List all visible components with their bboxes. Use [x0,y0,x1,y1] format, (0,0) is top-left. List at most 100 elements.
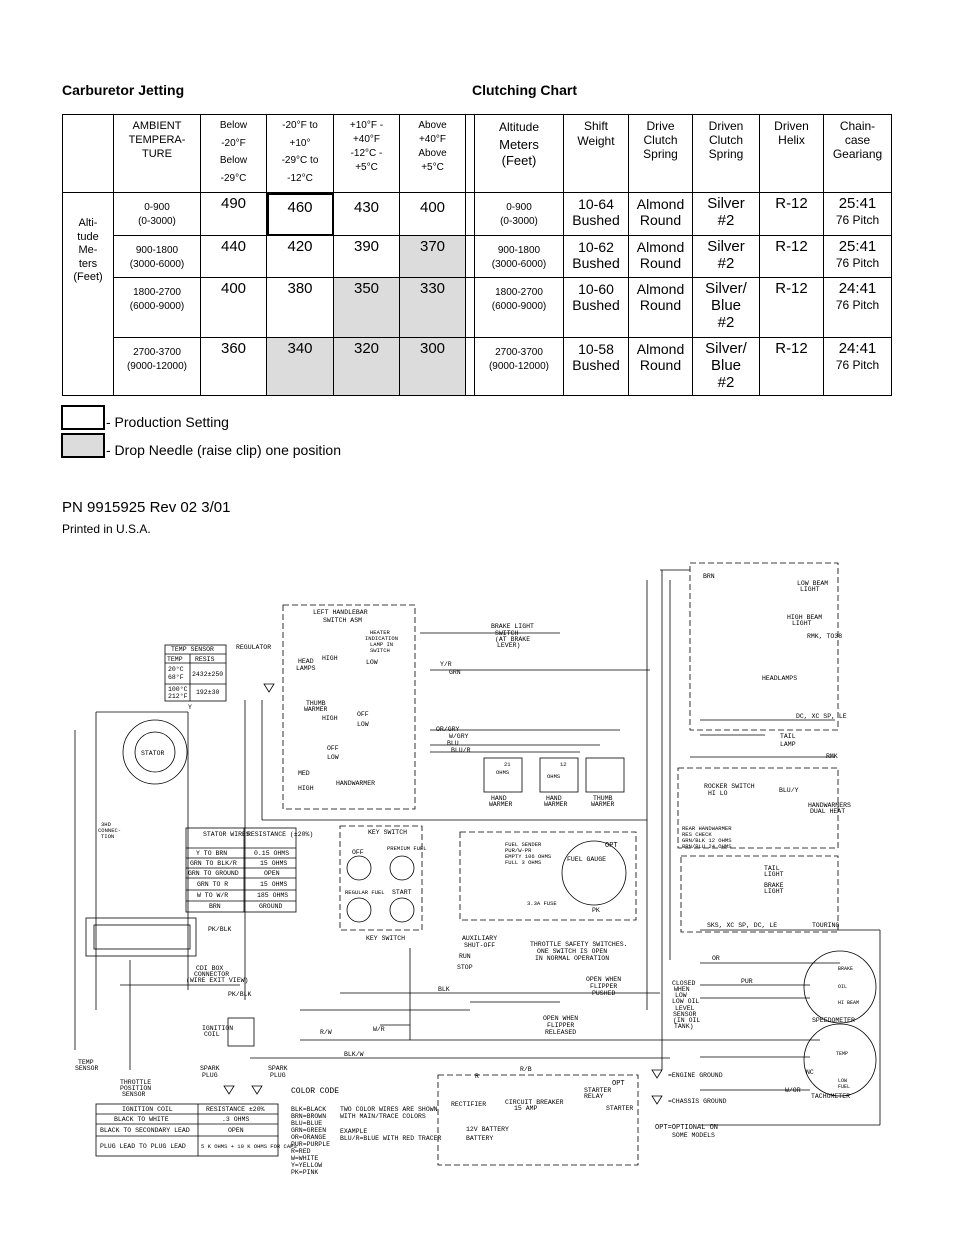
header-line: Clutch [643,133,678,147]
ignition-table-cell: BLACK TO SECONDARY LEAD [100,1127,190,1134]
header-line: Helix [778,133,805,147]
tach-label: FUEL [838,1084,850,1090]
temp-line: +40°F [418,134,447,145]
alt-feet: (9000-12000) [488,361,550,372]
engine-ground-label: =ENGINE GROUND [668,1072,723,1079]
side-line: ters [78,257,98,270]
driven-spring-cell: Silver#2 [692,192,760,236]
brake-switch-label: SWITCH [495,630,519,637]
meters-label: Meters [499,137,539,152]
temp-line: Above [418,120,447,131]
ignition-table-header: IGNITION COIL [122,1106,173,1113]
fuel-gauge-circle [561,840,627,906]
low-oil-label: TANK) [674,1023,694,1030]
color-code-note: EXAMPLE [340,1128,367,1135]
stator-table-cell: GROUND [259,903,283,910]
header-line: Driven [774,119,809,133]
low-beam-label: LOW BEAM [797,580,828,587]
cell-line: 10-64 [578,196,614,212]
cell-line: Almond [636,196,685,212]
color-code-item: Y=YELLOW [291,1162,322,1169]
high-beam-label: LIGHT [792,620,812,627]
wire-label: W/GRY [449,733,469,740]
color-code-note: WITH MAIN/TRACE COLORS [340,1113,426,1120]
chassis-ground-icon [651,1095,663,1105]
side-line: Me- [78,244,98,256]
stator-table-cell: 15 OHMS [260,881,287,888]
header-line: Spring [708,147,744,161]
cell-line: Bushed [572,255,620,271]
jet-cell-drop-needle: 320 [333,337,400,396]
ignition-table-cell: 5 K OHMS + 10 K OHMS FOR CAPS [201,1143,297,1150]
key-switch-label: KEY SWITCH [368,829,407,836]
circuit-breaker-label: 15 AMP [514,1105,538,1112]
header-line: Spring [643,147,678,161]
closed-low-label: LOW [675,992,687,999]
color-code-item: BRN=BROWN [291,1113,326,1120]
tps-label: SENSOR [122,1091,146,1098]
cell-line: Bushed [572,212,620,228]
cell-line: Almond [636,239,685,255]
tps-label: POSITION [120,1085,151,1092]
temp-sensor-cell: 212°F [168,692,188,700]
production-legend-label: - Production Setting [106,414,229,430]
gear-ratio: 25:41 [838,195,877,212]
temp-line: +40°F [352,134,381,145]
brake-light-label: BRAKE [764,882,784,889]
stator-table-cell: GRN TO GROUND [188,870,239,877]
switch-pos-label: OFF [357,711,369,718]
jet-cell-drop-needle: 330 [399,277,466,338]
fuel-sender-label: FUEL SENDER [505,841,542,848]
color-code-note: TWO COLOR WIRES ARE SHOWN [340,1106,438,1113]
temp-sensor-label: TEMP [78,1059,94,1066]
key-pos-label: PREMIUM FUEL [387,845,427,852]
tps-label: THROTTLE [120,1079,151,1086]
ohms-label: 21 [504,761,511,768]
altitude-cell: 2700-3700(9000-12000) [113,337,201,396]
temp-sensor-h1: TEMP [167,656,183,663]
wire-label: BLU [447,740,459,747]
fuel-gauge-label: FUEL GAUGE [567,856,606,863]
helix-cell: R-12 [759,277,824,338]
starter-relay-label: STARTER [584,1087,611,1094]
cell-line: #2 [717,255,735,272]
hand-warmer-label: WARMER [544,801,568,808]
cell-line: Almond [636,281,685,297]
cell-line: Round [639,357,682,373]
rear-hw-label: GRN/BLK 12 OHMS [682,837,732,844]
cell-line: 10-60 [578,281,614,297]
auxiliary-label: AUXILIARY [462,935,497,942]
temp-line: Below [219,120,248,131]
tail-lamp-label: LAMP [780,741,796,748]
side-line: Alti- [78,217,98,229]
drop-needle-legend-label: - Drop Needle (raise clip) one position [106,442,341,458]
alt-meters: 2700-3700 [133,347,181,358]
cell-line: #2 [717,212,735,229]
temp-sensor-label: SENSOR [75,1065,99,1072]
spark-plug-label: SPARK [268,1065,288,1072]
stator-table-cell: GRN TO BLK/R [190,860,237,867]
flipper-note: OPEN WHEN [543,1015,578,1022]
alt-meters: 900-1800 [497,245,541,256]
ohms-label: OHMS [496,769,510,776]
wire-label: PK [592,907,600,914]
alt-feet: (0-3000) [138,216,176,227]
temp-sensor-cell: 20°C [168,665,184,673]
opt-note: OPT=OPTIONAL ON [655,1124,718,1132]
jet-cell-drop-needle: 350 [333,277,400,338]
alt-meters: 2700-3700 [495,347,543,358]
color-code-item: BLK=BLACK [291,1106,326,1113]
rectifier-label: RECTIFIER [451,1101,486,1108]
ignition-table-cell: .3 OHMS [222,1116,249,1123]
opt-label: OPT [605,842,618,850]
wire-label: W/R [373,1026,385,1033]
rocker-switch-label: ROCKER SWITCH [704,783,755,790]
tach-label: LOW [838,1078,847,1084]
altitude-cell: 900-1800(3000-6000) [113,235,201,278]
spark-plug-label: PLUG [202,1072,218,1079]
